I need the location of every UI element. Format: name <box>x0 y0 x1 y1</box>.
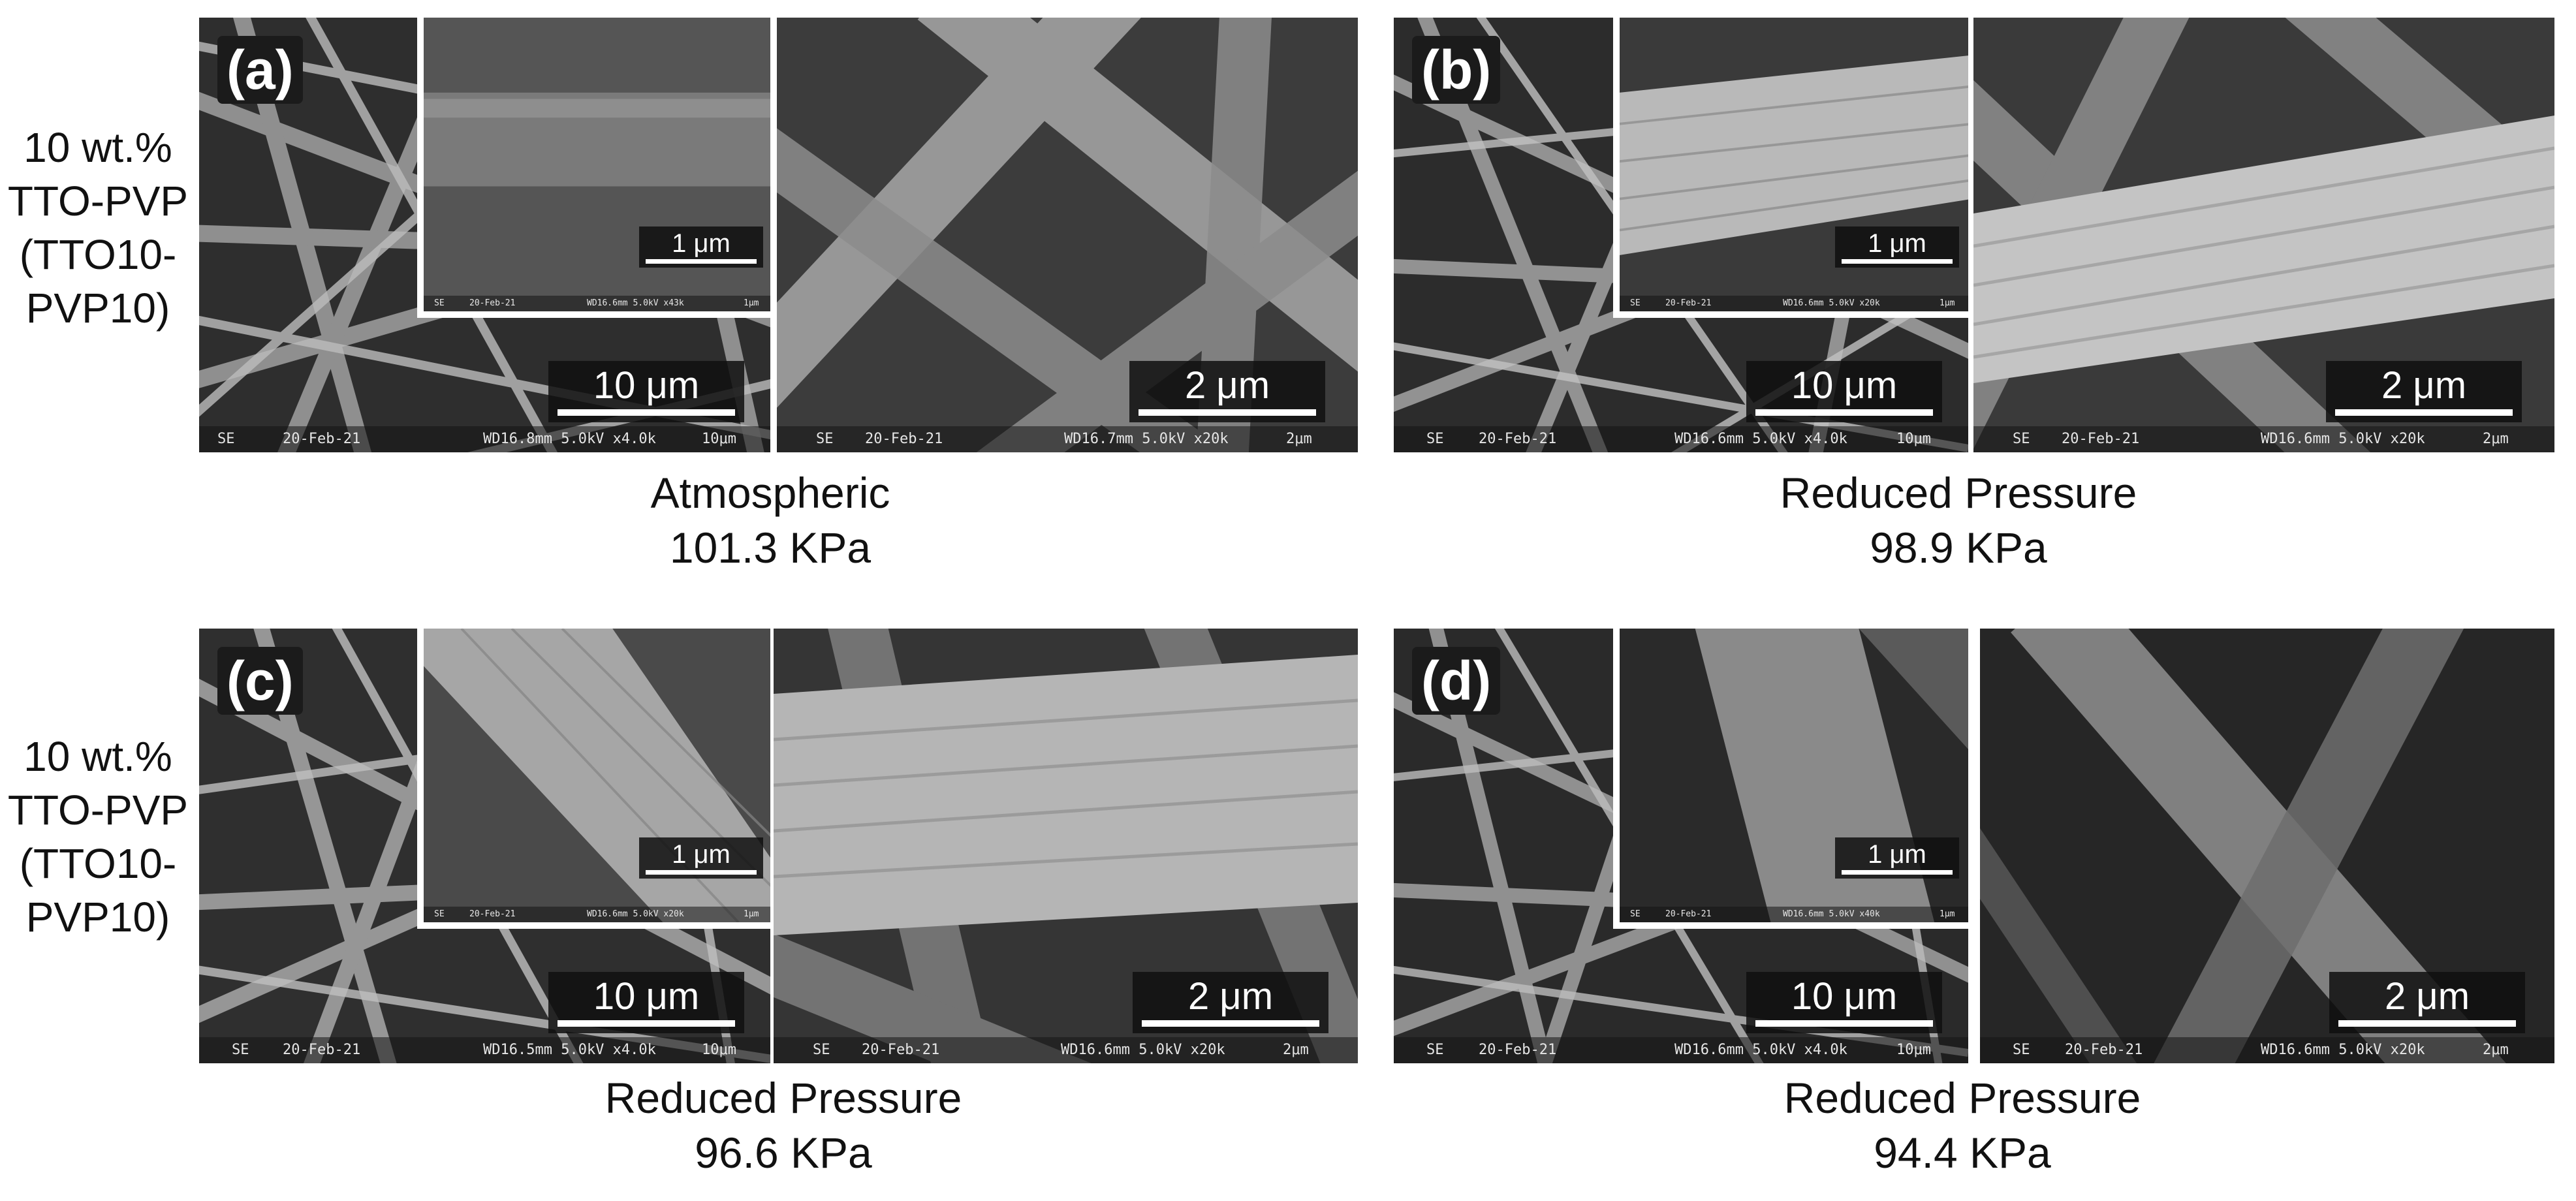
sem-high-mag-d: 2 μm SE 20-Feb-21 WD16.6mm 5.0kV x20k 2μ… <box>1980 629 2554 1063</box>
panel-letter-b: (b) <box>1412 36 1501 104</box>
scale-bar-2um-d: 2 μm <box>2329 972 2525 1033</box>
fiber-closeup-image <box>1620 18 1968 311</box>
caption-pressure: 96.6 KPa <box>695 1129 872 1177</box>
scale-bar-10um-b: 10 μm <box>1746 361 1942 422</box>
sem-inset-a: 1 μm SE 20-Feb-21 WD16.6mm 5.0kV x43k 1μ… <box>417 18 770 318</box>
inset-scale-bar-a: 1 μm <box>639 226 763 268</box>
caption-condition: Atmospheric <box>650 469 890 517</box>
caption-pressure: 98.9 KPa <box>1870 523 2047 572</box>
sem-low-mag-a: 1 μm SE 20-Feb-21 WD16.6mm 5.0kV x43k 1μ… <box>199 18 770 452</box>
inset-info-bar-b: SE 20-Feb-21 WD16.6mm 5.0kV x20k 1μm <box>1620 296 1968 311</box>
caption-d: Reduced Pressure 94.4 KPa <box>1675 1070 2250 1180</box>
panel-letter-d: (d) <box>1412 647 1501 715</box>
row-label-line: 10 wt.% <box>24 733 172 780</box>
caption-b: Reduced Pressure 98.9 KPa <box>1671 465 2246 575</box>
sem-high-mag-a: 2 μm SE 20-Feb-21 WD16.7mm 5.0kV x20k 2μ… <box>777 18 1358 452</box>
info-bar-d: SE 20-Feb-21 WD16.6mm 5.0kV x4.0k 10μm <box>1394 1037 1968 1063</box>
scale-bar-10um-a: 10 μm <box>548 361 744 422</box>
scale-bar-2um-c: 2 μm <box>1133 972 1328 1033</box>
caption-pressure: 101.3 KPa <box>669 523 872 572</box>
info-bar-high-a: SE 20-Feb-21 WD16.7mm 5.0kV x20k 2μm <box>777 426 1358 452</box>
row-label-line: 10 wt.% <box>24 124 172 171</box>
row-label-line: PVP10) <box>25 285 170 332</box>
inset-scale-bar-c: 1 μm <box>639 837 763 879</box>
inset-scale-bar-d: 1 μm <box>1835 837 1959 879</box>
row-label-line: (TTO10- <box>19 840 177 887</box>
info-bar-a: SE 20-Feb-21 WD16.8mm 5.0kV x4.0k 10μm <box>199 426 770 452</box>
info-bar-high-c: SE 20-Feb-21 WD16.6mm 5.0kV x20k 2μm <box>774 1037 1358 1063</box>
sem-inset-b: 1 μm SE 20-Feb-21 WD16.6mm 5.0kV x20k 1μ… <box>1613 18 1968 318</box>
inset-info-bar-a: SE 20-Feb-21 WD16.6mm 5.0kV x43k 1μm <box>424 296 770 311</box>
sem-low-mag-b: 1 μm SE 20-Feb-21 WD16.6mm 5.0kV x20k 1μ… <box>1394 18 1968 452</box>
fiber-high-mag-image <box>774 629 1358 1063</box>
sem-inset-d: 1 μm SE 20-Feb-21 WD16.6mm 5.0kV x40k 1μ… <box>1613 629 1968 929</box>
caption-condition: Reduced Pressure <box>1783 1074 2141 1122</box>
caption-c: Reduced Pressure 96.6 KPa <box>496 1070 1071 1180</box>
scale-bar-10um-c: 10 μm <box>548 972 744 1033</box>
scale-bar-10um-d: 10 μm <box>1746 972 1942 1033</box>
inset-scale-bar-b: 1 μm <box>1835 226 1959 268</box>
inset-info-bar-d: SE 20-Feb-21 WD16.6mm 5.0kV x40k 1μm <box>1620 907 1968 922</box>
sem-high-mag-c: 2 μm SE 20-Feb-21 WD16.6mm 5.0kV x20k 2μ… <box>774 629 1358 1063</box>
info-bar-high-d: SE 20-Feb-21 WD16.6mm 5.0kV x20k 2μm <box>1980 1037 2554 1063</box>
row-label-line: (TTO10- <box>19 231 177 278</box>
inset-info-bar-c: SE 20-Feb-21 WD16.6mm 5.0kV x20k 1μm <box>424 907 770 922</box>
caption-pressure: 94.4 KPa <box>1874 1129 2051 1177</box>
sem-low-mag-c: 1 μm SE 20-Feb-21 WD16.6mm 5.0kV x20k 1μ… <box>199 629 770 1063</box>
scale-bar-2um-b: 2 μm <box>2326 361 2522 422</box>
row-label-line: TTO-PVP <box>7 787 189 834</box>
fiber-high-mag-image <box>1973 18 2554 452</box>
row-label-line: PVP10) <box>25 894 170 941</box>
sem-high-mag-b: 2 μm SE 20-Feb-21 WD16.6mm 5.0kV x20k 2μ… <box>1973 18 2554 452</box>
info-bar-c: SE 20-Feb-21 WD16.5mm 5.0kV x4.0k 10μm <box>199 1037 770 1063</box>
row-label-top: 10 wt.% TTO-PVP (TTO10- PVP10) <box>0 121 196 335</box>
row-label-bottom: 10 wt.% TTO-PVP (TTO10- PVP10) <box>0 730 196 944</box>
caption-condition: Reduced Pressure <box>1780 469 2137 517</box>
panel-letter-a: (a) <box>217 36 303 104</box>
sem-low-mag-d: 1 μm SE 20-Feb-21 WD16.6mm 5.0kV x40k 1μ… <box>1394 629 1968 1063</box>
info-bar-high-b: SE 20-Feb-21 WD16.6mm 5.0kV x20k 2μm <box>1973 426 2554 452</box>
caption-a: Atmospheric 101.3 KPa <box>483 465 1058 575</box>
sem-inset-c: 1 μm SE 20-Feb-21 WD16.6mm 5.0kV x20k 1μ… <box>417 629 770 929</box>
caption-condition: Reduced Pressure <box>605 1074 962 1122</box>
scale-bar-2um-a: 2 μm <box>1129 361 1325 422</box>
info-bar-b: SE 20-Feb-21 WD16.6mm 5.0kV x4.0k 10μm <box>1394 426 1968 452</box>
panel-letter-c: (c) <box>217 647 303 715</box>
row-label-line: TTO-PVP <box>7 178 189 225</box>
